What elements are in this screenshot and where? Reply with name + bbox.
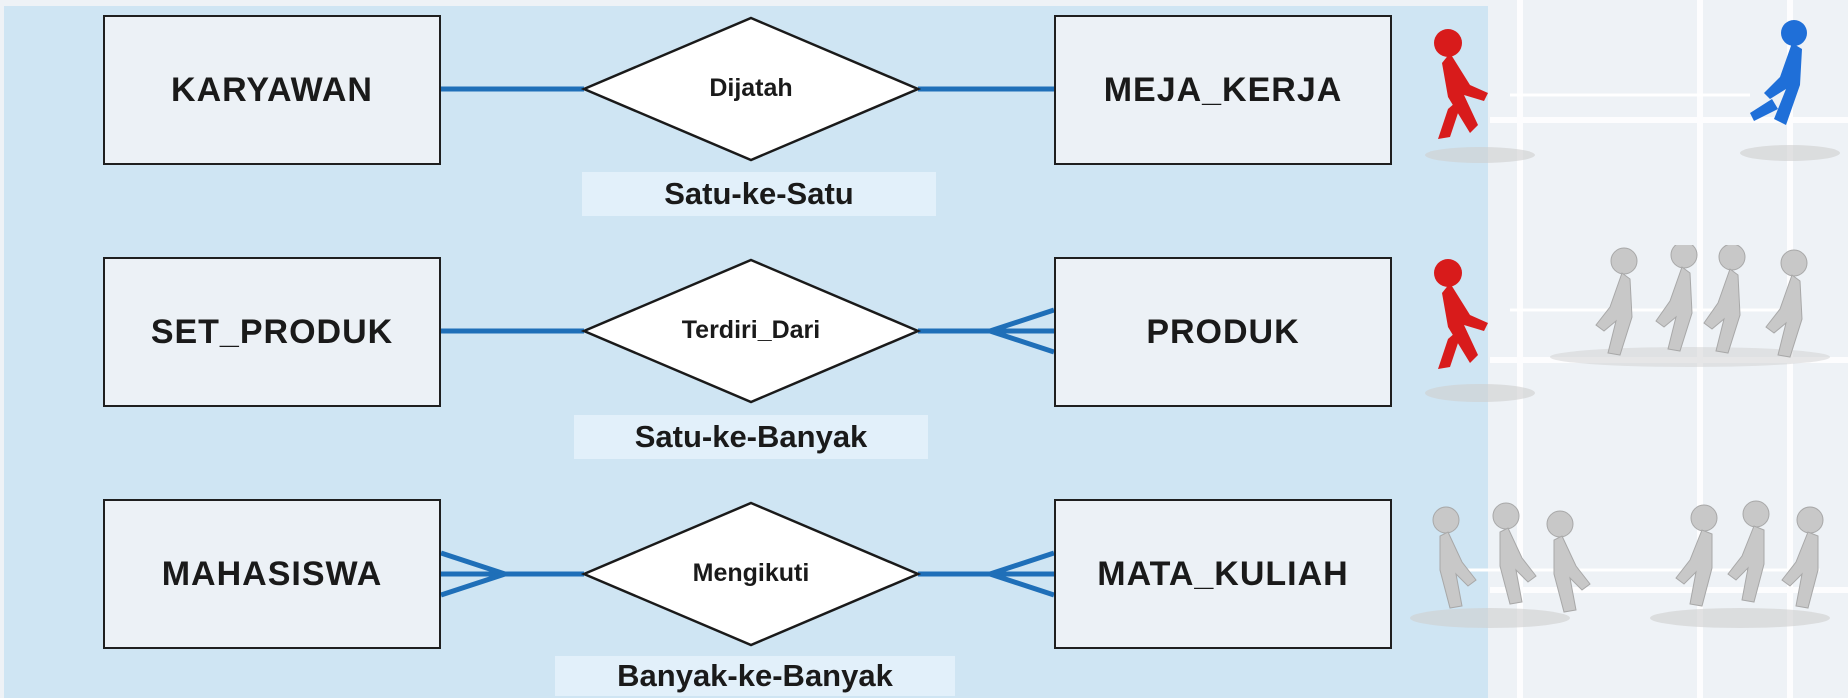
tug-of-war-one-to-one <box>1425 20 1840 163</box>
cardinality-satu-ke-satu: Satu-ke-Satu <box>582 172 936 216</box>
crowfoot-row3-right-b <box>989 571 1055 598</box>
relationship-label-terdiri-dari: Terdiri_Dari <box>681 316 821 344</box>
relationship-diamond-2 <box>580 258 922 404</box>
tug-of-war-many-to-many <box>1410 500 1830 628</box>
entity-produk: PRODUK <box>1054 257 1392 407</box>
entity-mahasiswa: MAHASISWA <box>103 499 441 649</box>
crowfoot-row2-right-a <box>989 307 1055 334</box>
entity-label: MEJA_KERJA <box>1103 70 1343 109</box>
red-figure-icon <box>1434 259 1488 369</box>
cardinality-satu-ke-banyak: Satu-ke-Banyak <box>574 415 928 459</box>
entity-label: SET_PRODUK <box>150 312 394 351</box>
crowfoot-row2-right-b <box>989 328 1055 355</box>
entity-set-produk: SET_PRODUK <box>103 257 441 407</box>
relationship-label-mengikuti: Mengikuti <box>692 559 810 587</box>
grey-figures-icon <box>1432 500 1824 613</box>
red-figure-icon <box>1434 29 1488 139</box>
entity-label: KARYAWAN <box>171 70 373 109</box>
crowfoot-row3-right-a <box>989 550 1055 577</box>
entity-meja-kerja: MEJA_KERJA <box>1054 15 1392 165</box>
relationship-label-dijatah: Dijatah <box>709 74 793 102</box>
entity-label: MATA_KULIAH <box>1097 554 1349 593</box>
crowfoot-row3-left-b <box>440 571 506 598</box>
entity-karyawan: KARYAWAN <box>103 15 441 165</box>
relationship-diamond-3 <box>580 501 922 647</box>
entity-label: PRODUK <box>1146 312 1300 351</box>
blue-figure-icon <box>1750 20 1807 125</box>
relationship-diamond-1 <box>580 16 922 162</box>
entity-mata-kuliah: MATA_KULIAH <box>1054 499 1392 649</box>
grey-figures-icon <box>1595 245 1808 358</box>
entity-label: MAHASISWA <box>161 554 383 593</box>
cardinality-banyak-ke-banyak: Banyak-ke-Banyak <box>555 656 955 696</box>
crowfoot-row3-left-a <box>440 550 506 577</box>
tug-of-war-one-to-many <box>1425 245 1830 402</box>
